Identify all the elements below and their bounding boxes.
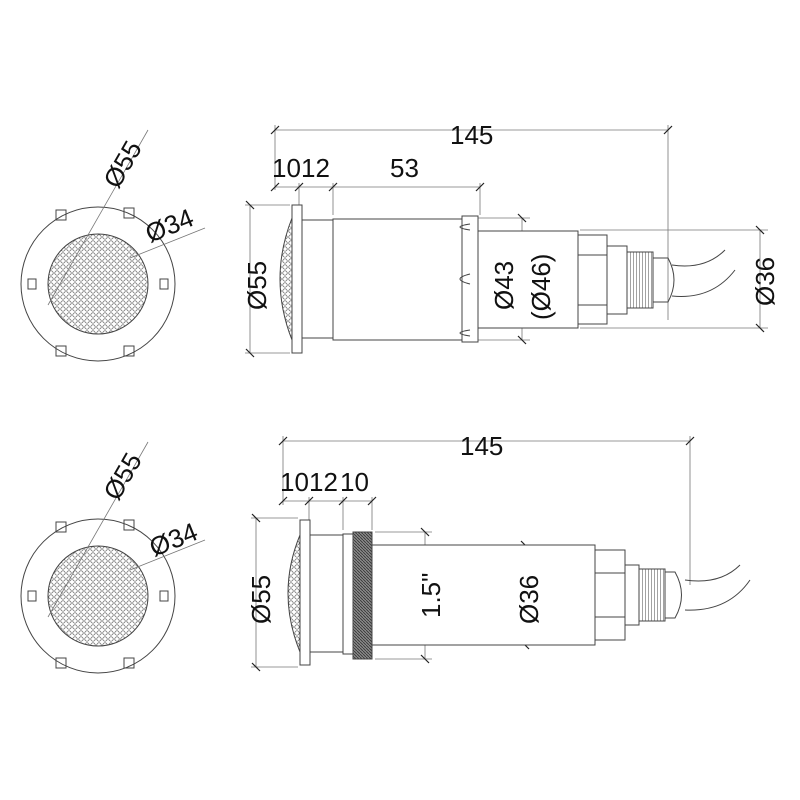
body-diameter-label: Ø36 bbox=[514, 575, 544, 624]
flange-length-label: 10 bbox=[272, 153, 301, 183]
top-front-view: Ø55 Ø34 bbox=[20, 129, 206, 362]
bottom-front-view: Ø55 Ø34 bbox=[20, 441, 206, 674]
top-side-view: 145 10 12 53 Ø55 Ø43 (Ø46) Ø36 bbox=[242, 120, 780, 358]
flange-diameter-label: Ø55 bbox=[246, 575, 276, 624]
bottom-side-view: 145 10 12 10 Ø55 1.5" Ø36 bbox=[246, 431, 751, 672]
flange-diameter-label: Ø55 bbox=[242, 261, 272, 310]
lens-diameter-label: Ø34 bbox=[145, 516, 202, 562]
lens-diameter-label: Ø34 bbox=[141, 202, 198, 248]
overall-length-label: 145 bbox=[450, 120, 493, 150]
neck-length-label: 12 bbox=[309, 467, 338, 497]
clip-diameter-label: Ø43 bbox=[489, 261, 519, 310]
tail-diameter-label: Ø36 bbox=[750, 257, 780, 306]
clip-diameter-alt-label: (Ø46) bbox=[526, 254, 556, 320]
overall-length-label: 145 bbox=[460, 431, 503, 461]
flange-length-label: 10 bbox=[280, 467, 309, 497]
body-length-label: 53 bbox=[390, 153, 419, 183]
thread-length-label: 10 bbox=[340, 467, 369, 497]
thread-size-label: 1.5" bbox=[416, 573, 446, 618]
neck-length-label: 12 bbox=[301, 153, 330, 183]
